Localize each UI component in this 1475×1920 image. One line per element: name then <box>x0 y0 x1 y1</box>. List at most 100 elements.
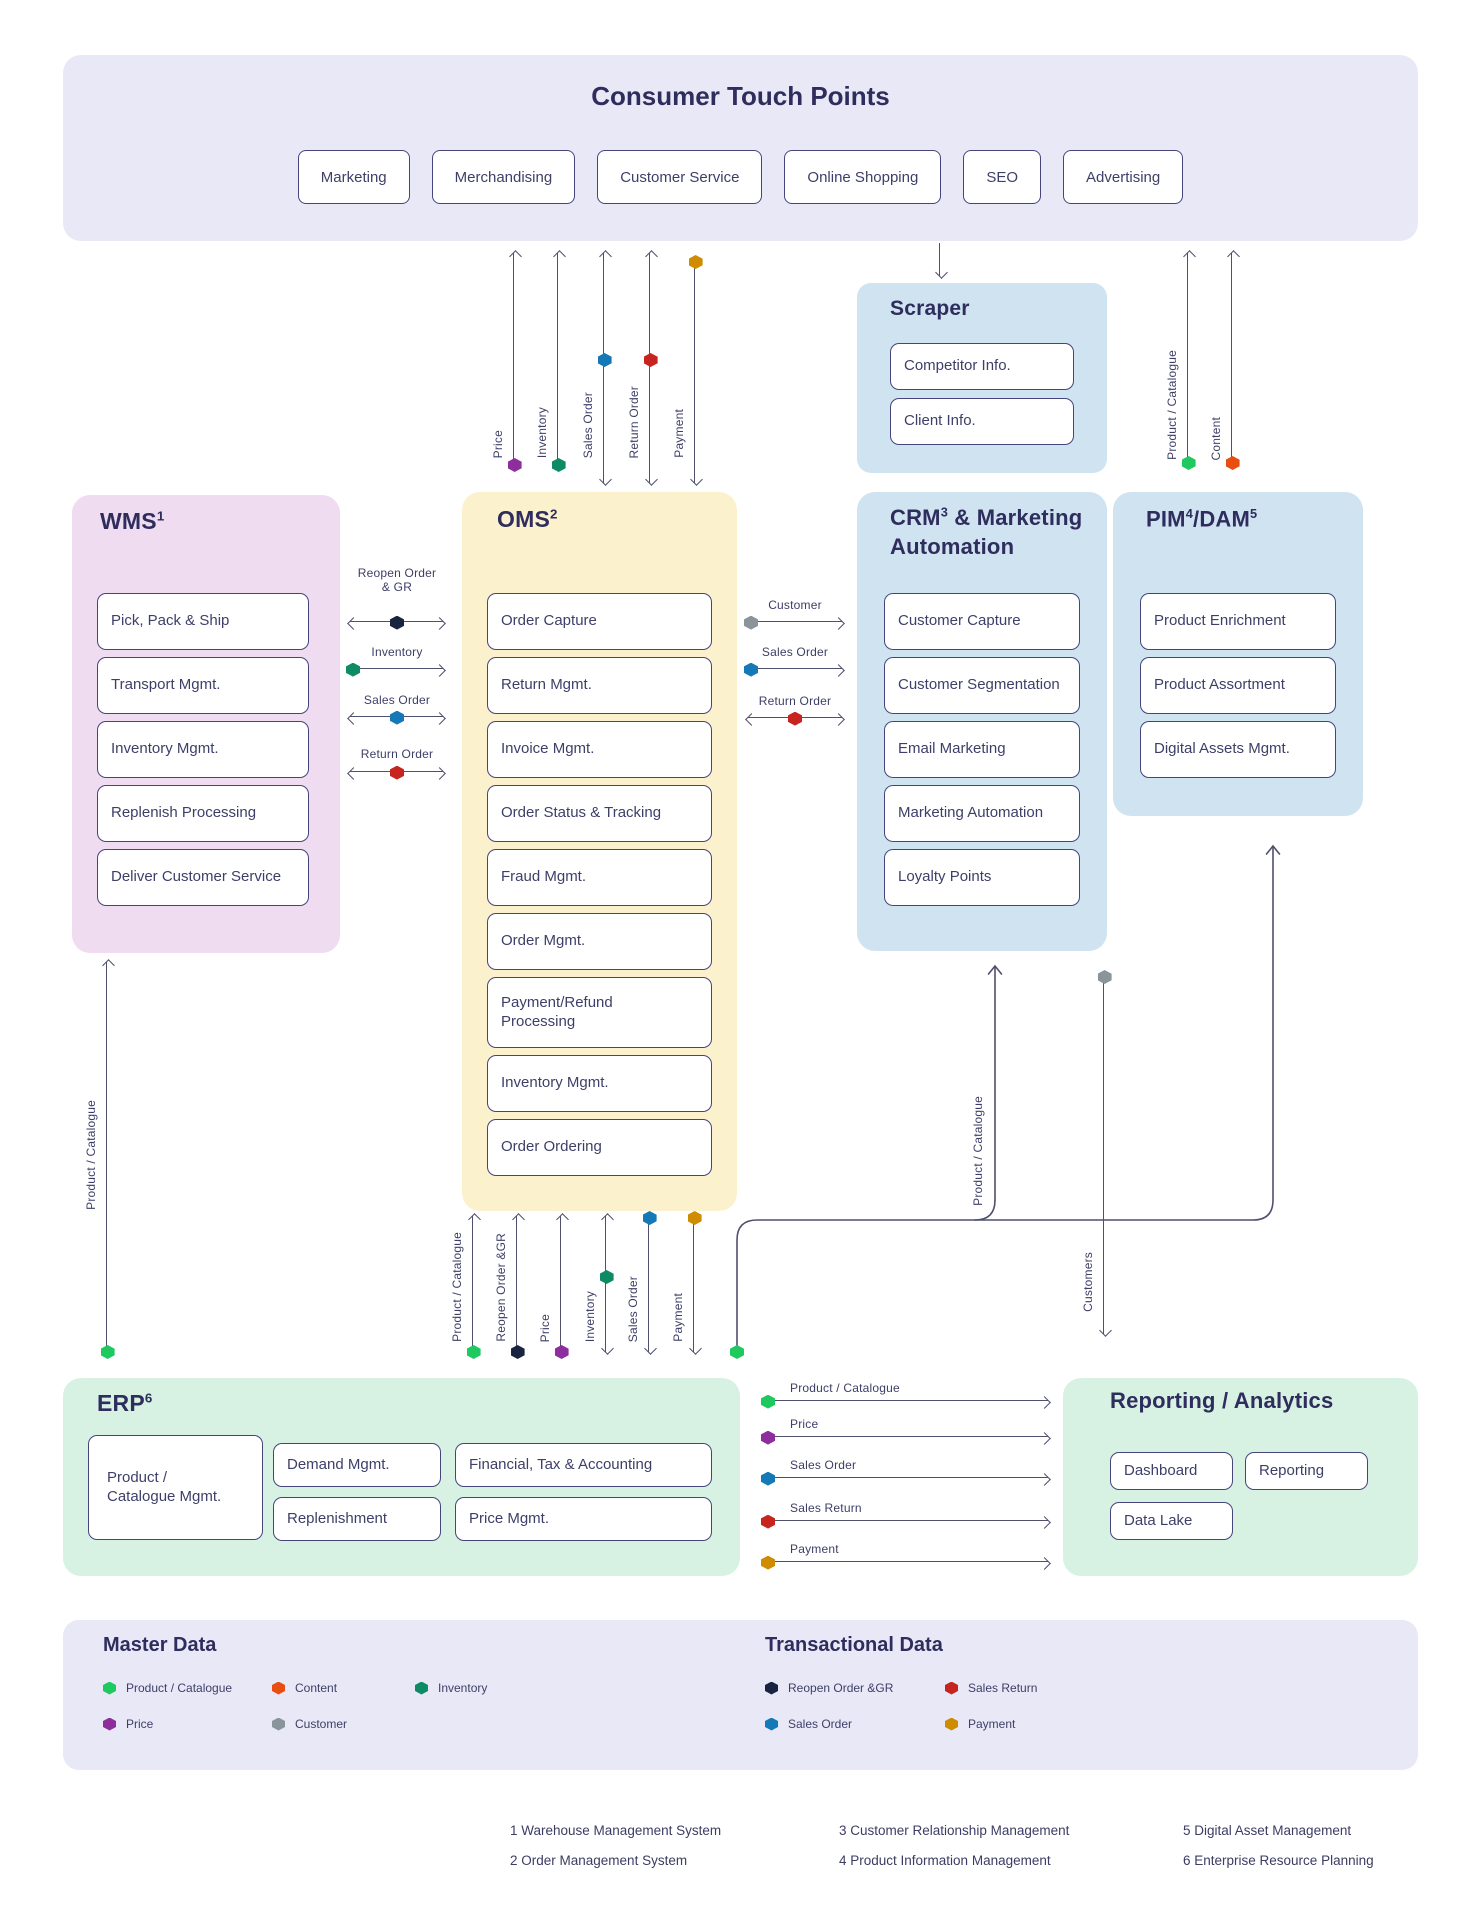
consumer-panel-title: Consumer Touch Points <box>591 81 890 111</box>
sales-order-dot <box>390 710 404 725</box>
erp-reporting-label-product-catalogue: Product / Catalogue <box>790 1381 900 1395</box>
wms-sup: 1 <box>156 508 165 524</box>
customer-dot <box>272 1717 285 1731</box>
node-seo: SEO <box>963 150 1042 204</box>
node-marketing: Marketing <box>297 150 410 204</box>
oms-erp-sales-order-line <box>642 1211 657 1355</box>
node-deliver-customer-service: Deliver Customer Service <box>97 849 309 906</box>
node-order-status-tracking: Order Status & Tracking <box>487 785 712 842</box>
arrowhead-right-icon <box>832 663 845 677</box>
arrowhead-down-icon <box>598 473 612 486</box>
node-price-mgmt: Price Mgmt. <box>455 1497 712 1541</box>
payment-dot <box>761 1555 775 1570</box>
crm-abbr: CRM <box>890 505 941 530</box>
legend-label: Inventory <box>438 1681 488 1695</box>
oms-erp-payment-line <box>687 1211 702 1355</box>
consumer-touch-points-panel: Consumer Touch Points Marketing Merchand… <box>63 55 1418 241</box>
arrowhead-down-icon <box>643 1342 657 1355</box>
legend-item-payment: Payment <box>945 1717 1015 1731</box>
flow-label-inventory: Inventory <box>535 406 549 458</box>
legend-item-sales-return: Sales Return <box>945 1681 1037 1695</box>
inventory-dot <box>346 662 360 677</box>
customer-dot <box>744 615 758 630</box>
erp-reporting-line-product-catalogue <box>761 1394 1051 1409</box>
inventory-dot <box>551 458 566 472</box>
oms-erp-inventory-label: Inventory <box>583 1290 597 1342</box>
erp-to-wms-label: Product / Catalogue <box>84 1100 98 1210</box>
node-reporting: Reporting <box>1245 1452 1368 1490</box>
arrowhead-down-icon <box>689 473 703 486</box>
sales-order-dot <box>761 1471 775 1486</box>
flow-label-crm-sales-order: Sales Order <box>761 645 829 659</box>
oms-erp-sales-order-label: Sales Order <box>626 1275 640 1342</box>
erp-sup: 6 <box>144 1390 153 1406</box>
node-merchandising: Merchandising <box>431 150 576 204</box>
price-dot <box>554 1345 569 1359</box>
legend-item-sales-order: Sales Order <box>765 1717 852 1731</box>
transactional-data-title: Transactional Data <box>765 1634 943 1656</box>
payment-dot <box>945 1717 958 1731</box>
flow-line-crm-return-order <box>745 711 845 726</box>
arrowhead-right-icon <box>433 663 446 677</box>
arrowhead-right-icon <box>1038 1431 1051 1445</box>
scraper-title: Scraper <box>890 297 970 320</box>
oms-abbr: OMS <box>497 506 550 532</box>
arrowhead-down-icon <box>644 473 658 486</box>
node-financial-tax-accounting: Financial, Tax & Accounting <box>455 1443 712 1487</box>
node-client-info: Client Info. <box>890 398 1074 445</box>
legend-label: Customer <box>295 1717 348 1731</box>
flow-label-sales-order: Sales Order <box>581 391 595 458</box>
flow-label-product-catalogue: Product / Catalogue <box>1165 350 1179 460</box>
payment-dot <box>688 255 703 269</box>
node-demand-mgmt: Demand Mgmt. <box>273 1443 441 1487</box>
flow-label-wms-sales-order: Sales Order <box>363 693 431 707</box>
node-replenish-processing: Replenish Processing <box>97 785 309 842</box>
erp-reporting-line-payment <box>761 1555 1051 1570</box>
legend-item-content: Content <box>272 1681 337 1695</box>
price-dot <box>507 458 522 472</box>
arrowhead-up-icon <box>467 1213 481 1226</box>
node-transport-mgmt: Transport Mgmt. <box>97 657 309 714</box>
erp-to-pim-arrowhead <box>1265 844 1281 855</box>
price-dot <box>103 1717 116 1731</box>
legend-item-customer: Customer <box>272 1717 347 1731</box>
arrowhead-left-icon <box>745 712 758 726</box>
node-order-mgmt: Order Mgmt. <box>487 913 712 970</box>
oms-title: OMS2 <box>497 506 558 533</box>
node-online-shopping: Online Shopping <box>784 150 942 204</box>
crm-to-reporting-line <box>1097 970 1112 1337</box>
erp-reporting-label-payment: Payment <box>790 1542 839 1556</box>
product-catalogue-dot <box>100 1345 115 1359</box>
node-fraud-mgmt: Fraud Mgmt. <box>487 849 712 906</box>
node-product-catalogue-mgmt: Product / Catalogue Mgmt. <box>88 1435 263 1540</box>
node-product-enrichment: Product Enrichment <box>1140 593 1336 650</box>
node-email-marketing: Email Marketing <box>884 721 1080 778</box>
flow-line-payment-down <box>688 255 703 486</box>
erp-to-crm-arrowhead <box>987 964 1003 975</box>
wms-title: WMS1 <box>100 508 164 535</box>
footnote-dam: 5 Digital Asset Management <box>1183 1823 1352 1838</box>
consumer-to-scraper-arrow <box>934 243 948 279</box>
arrowhead-right-icon <box>1038 1472 1051 1486</box>
node-order-ordering: Order Ordering <box>487 1119 712 1176</box>
flow-label-wms-inventory: Inventory <box>371 645 423 659</box>
flow-label-wms-return-order: Return Order <box>360 747 434 761</box>
arrowhead-right-icon <box>433 711 446 725</box>
product-catalogue-dot <box>1181 456 1196 470</box>
oms-erp-product-catalogue-label: Product / Catalogue <box>450 1232 464 1342</box>
product-catalogue-dot <box>466 1345 481 1359</box>
node-dashboard: Dashboard <box>1110 1452 1233 1490</box>
inventory-dot <box>415 1681 428 1695</box>
footnote-crm: 3 Customer Relationship Management <box>839 1823 1070 1838</box>
node-customer-segmentation: Customer Segmentation <box>884 657 1080 714</box>
master-data-title: Master Data <box>103 1634 217 1656</box>
arrowhead-right-icon <box>832 712 845 726</box>
pim-slash: / <box>1193 506 1200 532</box>
oms-erp-product-catalogue-line <box>466 1213 481 1359</box>
node-order-capture: Order Capture <box>487 593 712 650</box>
node-digital-assets-mgmt: Digital Assets Mgmt. <box>1140 721 1336 778</box>
legend-item-inventory: Inventory <box>415 1681 487 1695</box>
flow-line-price-up <box>507 250 522 472</box>
arrowhead-left-icon <box>347 766 360 780</box>
